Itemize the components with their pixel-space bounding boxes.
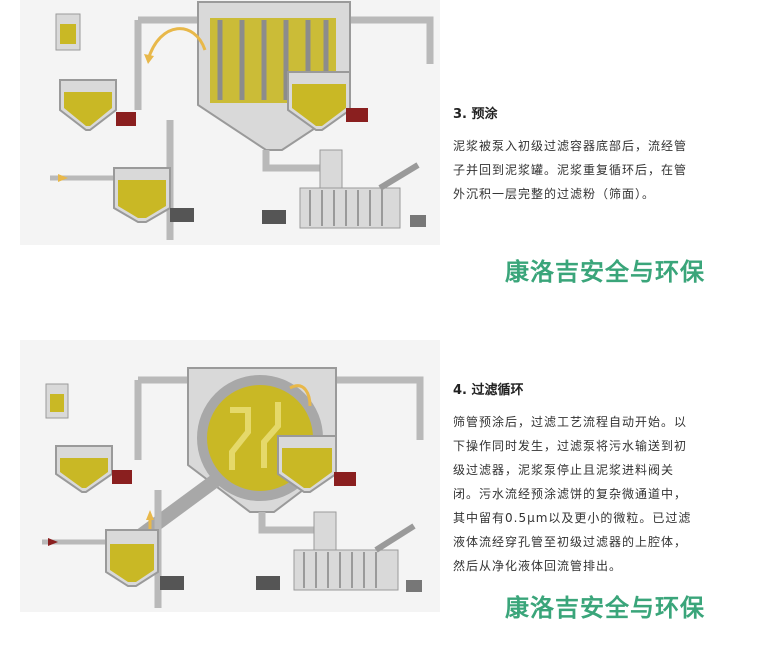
filtration-cycle-description: 4. 过滤循环 筛管预涂后，过滤工艺流程自动开始。以下操作同时发生，过滤泵将污水… <box>453 379 693 578</box>
filtration-cycle-body: 筛管预涂后，过滤工艺流程自动开始。以下操作同时发生，过滤泵将污水输送到初级过滤器… <box>453 415 692 573</box>
precoat-process-diagram <box>20 0 440 245</box>
filtration-cycle-title: 4. 过滤循环 <box>453 383 524 398</box>
precoat-body: 泥浆被泵入初级过滤容器底部后，流经管子并回到泥浆罐。泥浆重复循环后，在管外沉积一… <box>453 139 688 201</box>
precoat-description: 3. 预涂 泥浆被泵入初级过滤容器底部后，流经管子并回到泥浆罐。泥浆重复循环后，… <box>453 103 693 206</box>
watermark-2: 康洛吉安全与环保 <box>505 594 705 622</box>
precoat-title: 3. 预涂 <box>453 107 498 122</box>
filtration-cycle-diagram <box>20 340 440 612</box>
watermark-1: 康洛吉安全与环保 <box>505 258 705 286</box>
